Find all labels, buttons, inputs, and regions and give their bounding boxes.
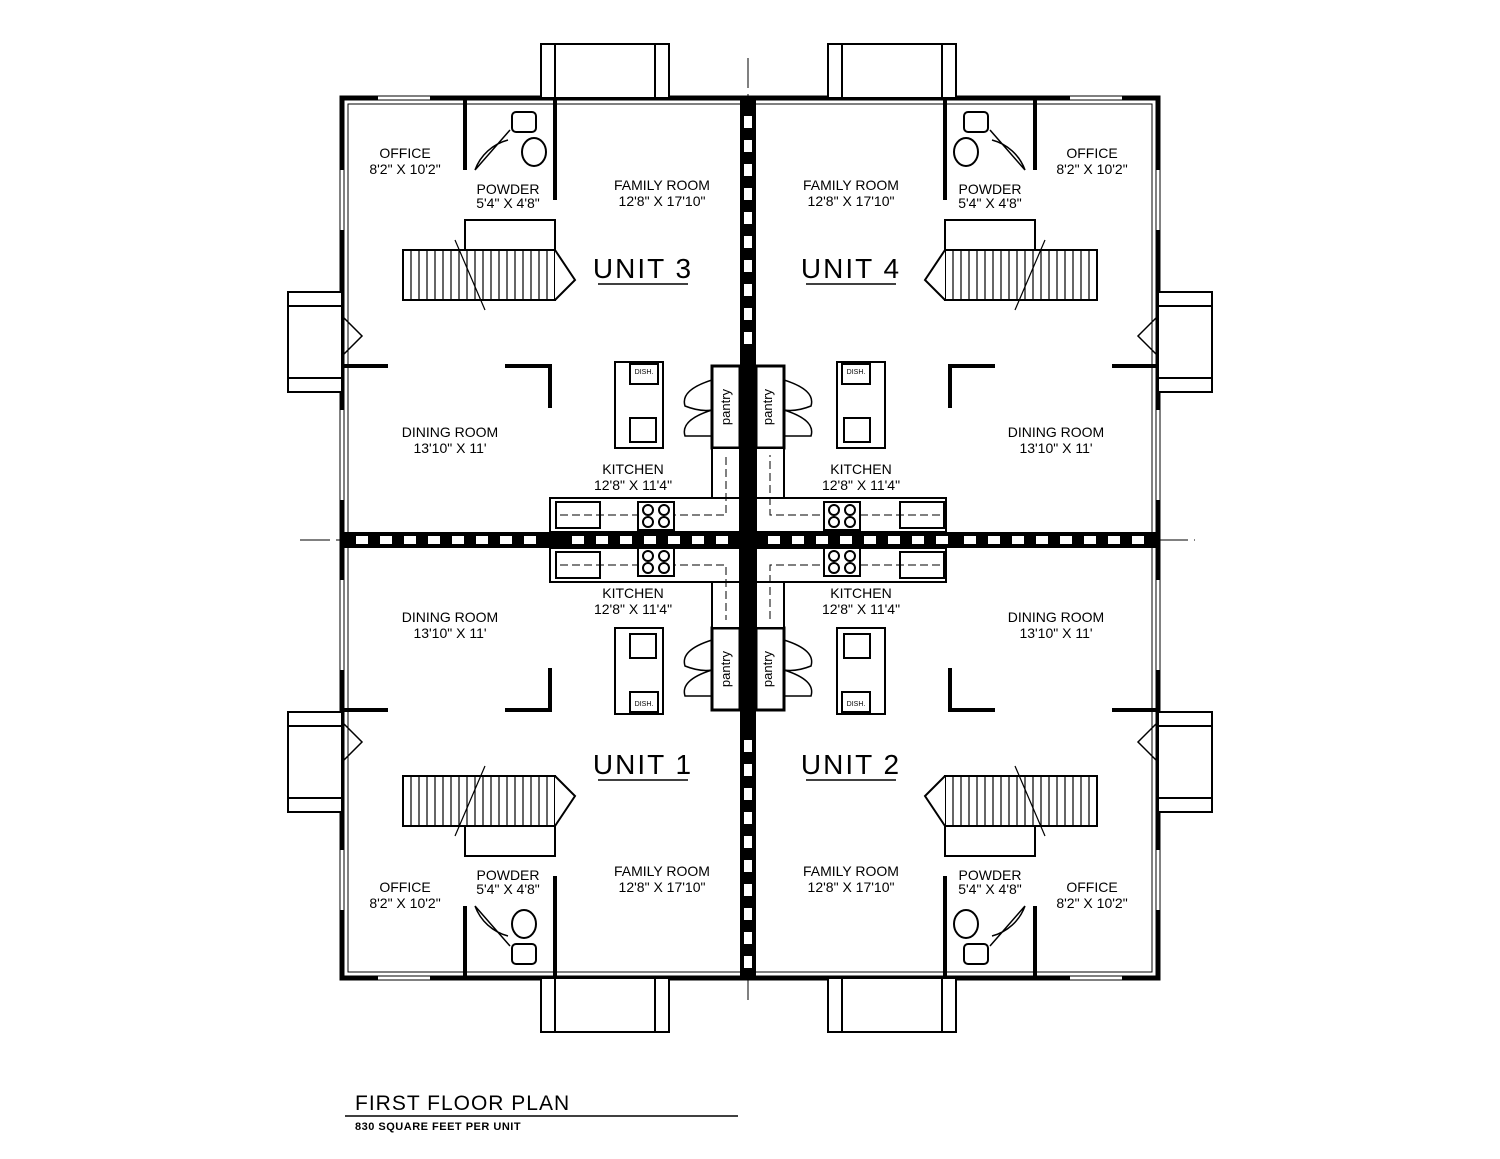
dishwasher-label: DISH. [847, 701, 866, 708]
unit-title: UNIT 1 [593, 749, 693, 780]
room-dim-kitchen: 12'8" X 11'4" [594, 477, 672, 493]
room-dim-dining: 13'10" X 11' [1019, 440, 1092, 456]
stairs [402, 219, 1098, 857]
room-dim-dining: 13'10" X 11' [413, 440, 486, 456]
room-label-powder: POWDER [477, 867, 540, 883]
room-dim-family: 12'8" X 17'10" [619, 879, 706, 895]
room-dim-dining: 13'10" X 11' [413, 625, 486, 641]
room-dim-office: 8'2" X 10'2" [369, 161, 440, 177]
dishwasher-label: DISH. [847, 369, 866, 376]
stair-treads [410, 239, 1090, 837]
room-label-office: OFFICE [1066, 145, 1117, 161]
room-dim-powder: 5'4" X 4'8" [958, 195, 1022, 211]
unit-4: OFFICE 8'2" X 10'2" POWDER 5'4" X 4'8" F… [760, 145, 1128, 493]
room-label-family: FAMILY ROOM [803, 177, 899, 193]
room-dim-family: 12'8" X 17'10" [808, 879, 895, 895]
room-dim-powder: 5'4" X 4'8" [958, 881, 1022, 897]
room-label-kitchen: KITCHEN [830, 585, 891, 601]
unit-3: OFFICE 8'2" X 10'2" POWDER 5'4" X 4'8" F… [369, 145, 733, 493]
cooktops [637, 501, 861, 577]
doors [341, 129, 1159, 947]
room-dim-office: 8'2" X 10'2" [369, 895, 440, 911]
toilets [511, 111, 989, 965]
room-label-office: OFFICE [379, 145, 430, 161]
kitchen-islands [614, 361, 886, 715]
pantry-label: pantry [718, 650, 733, 687]
unit-1: DINING ROOM 13'10" X 11' KITCHEN 12'8" X… [369, 585, 733, 911]
interior-walls [342, 98, 1158, 978]
room-dim-powder: 5'4" X 4'8" [476, 195, 540, 211]
room-dim-office: 8'2" X 10'2" [1056, 895, 1127, 911]
room-label-dining: DINING ROOM [1008, 609, 1104, 625]
room-label-powder: POWDER [959, 181, 1022, 197]
pantry-label: pantry [760, 650, 775, 687]
room-label-kitchen: KITCHEN [830, 461, 891, 477]
room-label-office: OFFICE [1066, 879, 1117, 895]
dishwasher-label: DISH. [635, 369, 654, 376]
room-label-kitchen: KITCHEN [602, 585, 663, 601]
room-dim-family: 12'8" X 17'10" [619, 193, 706, 209]
room-label-office: OFFICE [379, 879, 430, 895]
windows [340, 96, 1160, 980]
room-dim-kitchen: 12'8" X 11'4" [822, 601, 900, 617]
title-block: FIRST FLOOR PLAN 830 SQUARE FEET PER UNI… [345, 1092, 738, 1133]
room-dim-kitchen: 12'8" X 11'4" [822, 477, 900, 493]
unit-2: DINING ROOM 13'10" X 11' KITCHEN 12'8" X… [760, 585, 1128, 911]
room-dim-family: 12'8" X 17'10" [808, 193, 895, 209]
room-label-family: FAMILY ROOM [614, 863, 710, 879]
pantry-label: pantry [718, 388, 733, 425]
counter-edges [560, 455, 940, 620]
room-dim-dining: 13'10" X 11' [1019, 625, 1092, 641]
pantries [710, 364, 786, 712]
pantry-doors [683, 379, 813, 697]
plan-title: FIRST FLOOR PLAN [355, 1092, 570, 1115]
dishwasher-label: DISH. [635, 701, 654, 708]
room-dim-kitchen: 12'8" X 11'4" [594, 601, 672, 617]
room-label-dining: DINING ROOM [402, 609, 498, 625]
room-label-powder: POWDER [477, 181, 540, 197]
room-dim-powder: 5'4" X 4'8" [476, 881, 540, 897]
unit-title: UNIT 2 [801, 749, 901, 780]
room-label-powder: POWDER [959, 867, 1022, 883]
center-lines [300, 58, 1195, 1000]
room-label-kitchen: KITCHEN [602, 461, 663, 477]
patios [287, 43, 1213, 1033]
party-walls [342, 98, 1158, 978]
room-dim-office: 8'2" X 10'2" [1056, 161, 1127, 177]
room-label-family: FAMILY ROOM [614, 177, 710, 193]
plan-subtitle: 830 SQUARE FEET PER UNIT [355, 1121, 521, 1133]
unit-title: UNIT 3 [593, 253, 693, 284]
pantry-label: pantry [760, 388, 775, 425]
room-label-dining: DINING ROOM [1008, 424, 1104, 440]
room-label-family: FAMILY ROOM [803, 863, 899, 879]
unit-title: UNIT 4 [801, 253, 901, 284]
room-label-dining: DINING ROOM [402, 424, 498, 440]
